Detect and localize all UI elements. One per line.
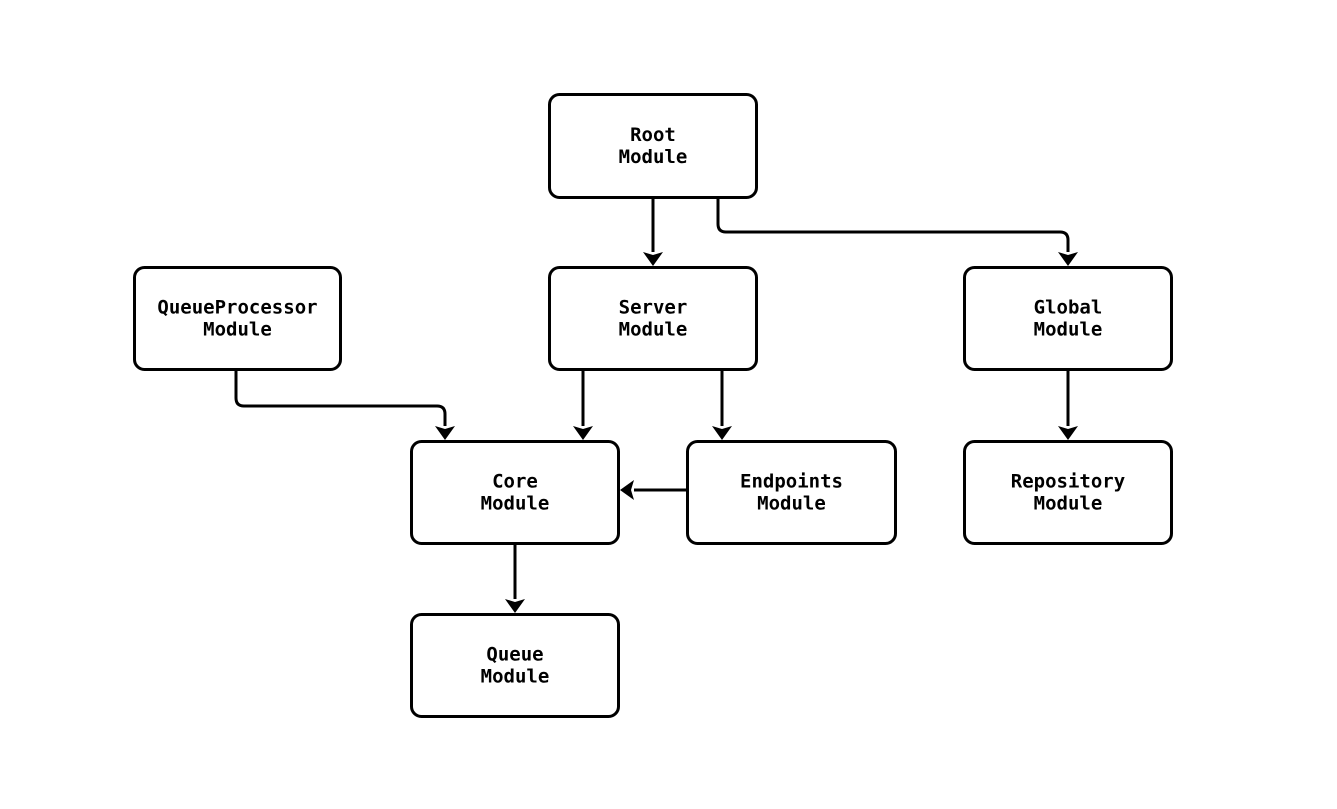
edge-queueprocessor-to-core [234, 371, 455, 440]
edge-server-to-endpoints [712, 371, 732, 440]
node-label-line2: Module [481, 492, 550, 514]
node-box[interactable] [548, 93, 758, 199]
node-box[interactable] [410, 613, 620, 718]
arrowhead-icon [712, 426, 732, 440]
node-label-line1: Server [619, 296, 688, 318]
node-box[interactable] [963, 266, 1173, 371]
edge-root-to-server [643, 199, 663, 266]
node-box[interactable] [548, 266, 758, 371]
node-label-line2: Module [1034, 492, 1103, 514]
node-box[interactable] [410, 440, 620, 545]
arrowhead-icon [1058, 252, 1078, 266]
arrowhead-icon [643, 252, 663, 266]
edge-server-to-core [573, 371, 593, 440]
node-label-line1: Endpoints [740, 470, 843, 492]
node-label-line1: QueueProcessor [157, 296, 317, 318]
edge-endpoints-to-core [620, 480, 686, 500]
node-box[interactable] [686, 440, 897, 545]
arrowhead-icon [505, 599, 525, 613]
arrowhead-icon [620, 480, 634, 500]
node-label-line2: Module [203, 318, 272, 340]
node-label-line1: Repository [1011, 470, 1125, 492]
arrowhead-icon [435, 426, 455, 440]
node-label-line1: Core [492, 470, 538, 492]
node-label-line2: Module [1034, 318, 1103, 340]
edges-layer [234, 199, 1078, 613]
edge-core-to-queue [505, 545, 525, 613]
arrowhead-icon [573, 426, 593, 440]
edge-root-to-global [716, 199, 1078, 266]
node-label-line1: Queue [486, 643, 543, 665]
node-label-line1: Root [630, 124, 676, 146]
node-box[interactable] [963, 440, 1173, 545]
edge-global-to-repository [1058, 371, 1078, 440]
arrowhead-icon [1058, 426, 1078, 440]
node-label-line2: Module [619, 146, 688, 168]
node-label-line2: Module [757, 492, 826, 514]
node-label-line2: Module [481, 665, 550, 687]
node-box[interactable] [133, 266, 342, 371]
node-label-line1: Global [1034, 296, 1103, 318]
node-label-line2: Module [619, 318, 688, 340]
